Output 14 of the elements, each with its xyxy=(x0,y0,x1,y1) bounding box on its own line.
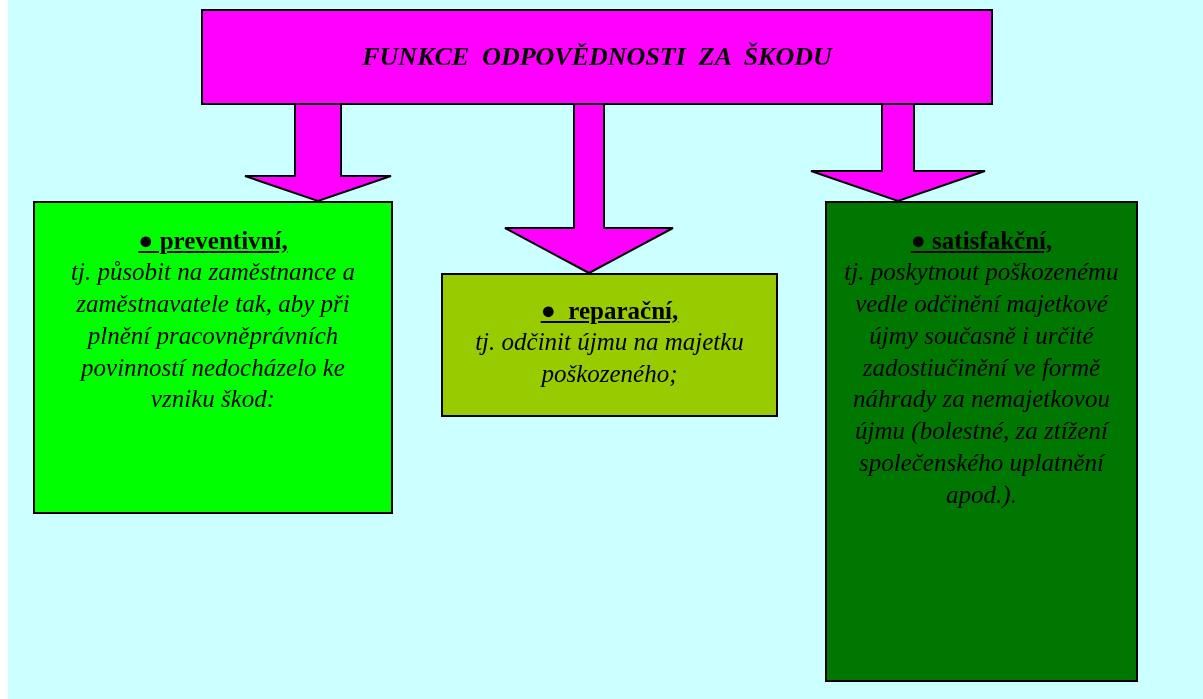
function-description: tj. odčinit újmu na majetku poškozeného; xyxy=(474,327,745,389)
function-heading: ● satisfakční, xyxy=(910,226,1053,256)
function-heading: ● reparační, xyxy=(540,296,679,326)
function-box xyxy=(33,201,393,514)
block-arrow xyxy=(810,103,986,203)
function-box xyxy=(441,273,778,417)
function-heading: ● preventivní, xyxy=(138,226,288,256)
block-arrow xyxy=(244,103,392,203)
title-text: FUNKCE ODPOVĚDNOSTI ZA ŠKODU xyxy=(362,42,832,72)
function-box xyxy=(825,201,1138,682)
title-box xyxy=(201,9,993,105)
function-description: tj. působit na zaměstnance a zaměstnavatele tak, aby při plnění pracovněprávních povinností nedocházelo ke vzniku škod: xyxy=(70,257,356,415)
function-description: tj. poskytnout poškozenému vedle odčinění majetkové újmy současně i určité zadostiučinění ve formě náhrady za nemajetkovou újmu (bolestné, za ztížení společenského uplatnění apod.). xyxy=(843,257,1120,511)
block-arrow xyxy=(504,103,674,275)
